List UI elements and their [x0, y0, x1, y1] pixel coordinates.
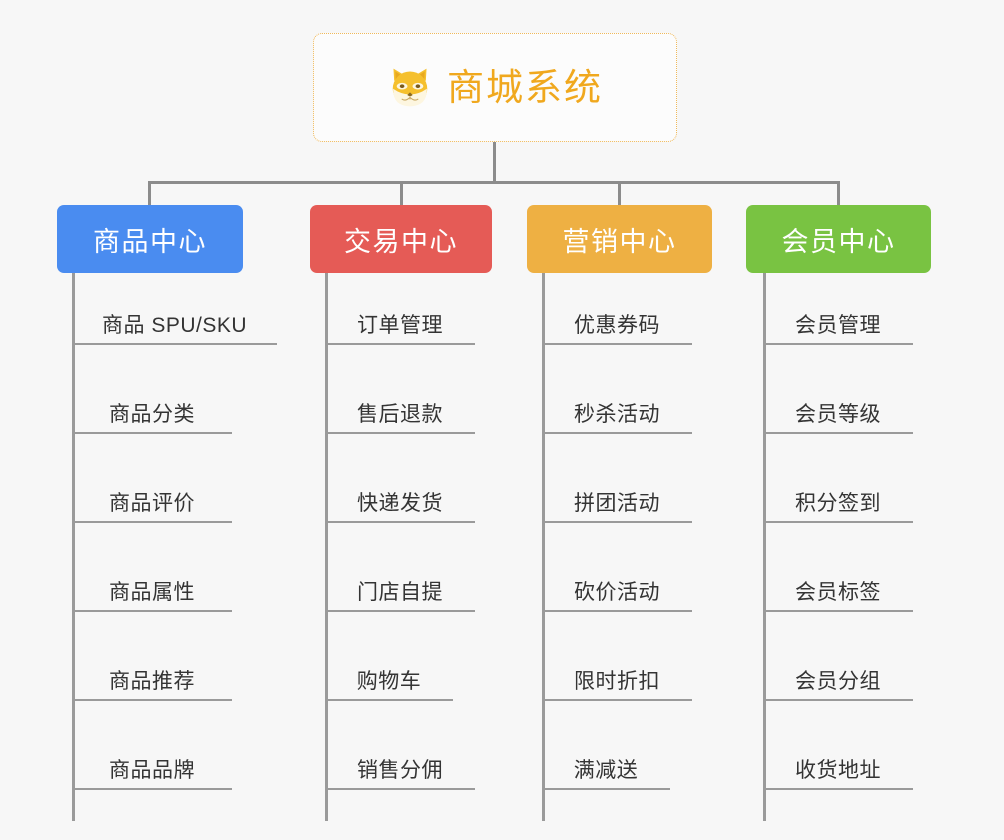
leaf-item[interactable]: 会员等级	[763, 397, 913, 434]
leaf-label: 商品评价	[109, 492, 195, 515]
connector-horizontal-bus	[148, 181, 840, 184]
leaf-item[interactable]: 秒杀活动	[542, 397, 692, 434]
leaf-label: 门店自提	[357, 581, 443, 604]
leaf-label: 销售分佣	[357, 759, 443, 782]
leaf-item[interactable]: 积分签到	[763, 486, 913, 523]
leaf-item[interactable]: 会员标签	[763, 575, 913, 612]
root-title: 商城系统	[447, 67, 603, 108]
leaf-item[interactable]: 会员管理	[763, 308, 913, 345]
leaf-item[interactable]: 销售分佣	[325, 753, 475, 790]
leaf-item[interactable]: 砍价活动	[542, 575, 692, 612]
leaf-label: 优惠券码	[574, 314, 660, 337]
leaf-item[interactable]: 门店自提	[325, 575, 475, 612]
category-box-会员中心[interactable]: 会员中心	[746, 205, 931, 273]
leaf-label: 商品 SPU/SKU	[101, 314, 248, 337]
category-title: 商品中心	[93, 226, 207, 257]
category-title: 会员中心	[781, 226, 896, 257]
category-title: 交易中心	[344, 226, 458, 257]
leaf-item[interactable]: 商品属性	[72, 575, 232, 612]
connector-root-stem	[493, 142, 496, 184]
leaf-label: 订单管理	[357, 314, 443, 337]
leaf-label: 商品属性	[109, 581, 195, 604]
leaf-item[interactable]: 限时折扣	[542, 664, 692, 701]
leaf-item[interactable]: 拼团活动	[542, 486, 692, 523]
leaf-label: 商品分类	[109, 403, 195, 426]
connector-drop-1	[148, 181, 151, 207]
connector-drop-3	[618, 181, 621, 207]
leaf-item[interactable]: 商品 SPU/SKU	[72, 308, 277, 345]
leaf-item[interactable]: 商品评价	[72, 486, 232, 523]
shiba-dog-face-icon	[392, 68, 428, 106]
leaf-label: 限时折扣	[574, 670, 660, 693]
leaf-label: 满减送	[573, 759, 639, 782]
leaf-label: 会员标签	[795, 581, 881, 604]
leaf-label: 商品推荐	[109, 670, 195, 693]
category-title: 营销中心	[562, 226, 677, 257]
leaf-item[interactable]: 快递发货	[325, 486, 475, 523]
leaf-item[interactable]: 商品品牌	[72, 753, 232, 790]
category-box-交易中心[interactable]: 交易中心	[310, 205, 492, 273]
branch-trunk	[542, 273, 545, 821]
leaf-label: 砍价活动	[574, 581, 660, 604]
leaf-item[interactable]: 购物车	[325, 664, 453, 701]
leaf-label: 售后退款	[357, 403, 443, 426]
leaf-label: 会员管理	[795, 314, 881, 337]
leaf-item[interactable]: 满减送	[542, 753, 670, 790]
branch-trunk	[325, 273, 328, 821]
leaf-label: 会员等级	[795, 403, 881, 426]
leaf-label: 购物车	[356, 670, 422, 693]
leaf-label: 收货地址	[795, 759, 881, 782]
connector-drop-2	[400, 181, 403, 207]
leaf-item[interactable]: 会员分组	[763, 664, 913, 701]
category-box-营销中心[interactable]: 营销中心	[527, 205, 712, 273]
root-node[interactable]: 商城系统	[313, 33, 677, 142]
leaf-label: 秒杀活动	[574, 403, 660, 426]
branch-trunk	[72, 273, 75, 821]
leaf-label: 拼团活动	[574, 492, 660, 515]
leaf-item[interactable]: 优惠券码	[542, 308, 692, 345]
branch-trunk	[763, 273, 766, 821]
connector-drop-4	[837, 181, 840, 207]
leaf-item[interactable]: 售后退款	[325, 397, 475, 434]
leaf-item[interactable]: 订单管理	[325, 308, 475, 345]
leaf-item[interactable]: 商品推荐	[72, 664, 232, 701]
leaf-label: 商品品牌	[109, 759, 195, 782]
leaf-label: 积分签到	[795, 492, 881, 515]
category-box-商品中心[interactable]: 商品中心	[57, 205, 243, 273]
leaf-label: 快递发货	[357, 492, 443, 515]
leaf-item[interactable]: 收货地址	[763, 753, 913, 790]
leaf-item[interactable]: 商品分类	[72, 397, 232, 434]
leaf-label: 会员分组	[795, 670, 881, 693]
